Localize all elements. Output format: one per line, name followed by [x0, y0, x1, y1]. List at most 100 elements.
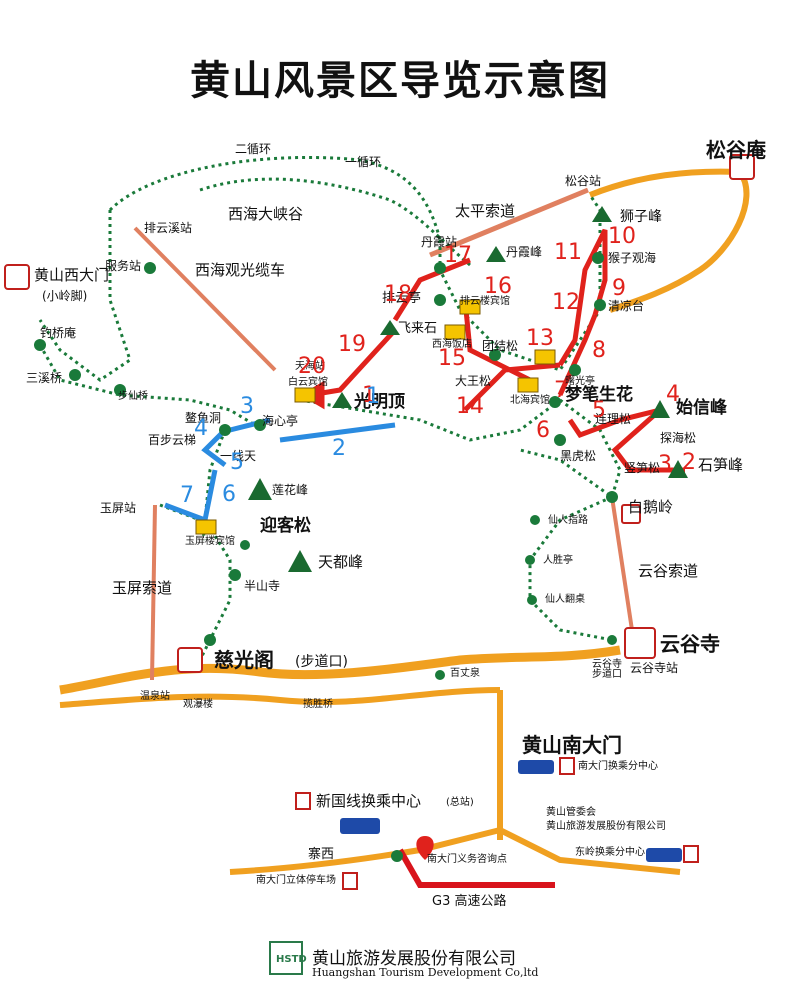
node-ciguang [204, 634, 216, 646]
label-tuanjie: 团结松 [482, 339, 519, 353]
label-wenquan: 温泉站 [140, 691, 170, 702]
node-zhaixi [391, 850, 403, 862]
red-num-12: 12 [552, 290, 580, 315]
label-yaogui: 揽胜桥 [303, 699, 333, 710]
trail-middle [299, 398, 561, 442]
hotel-paiyunlou [459, 299, 481, 315]
peak-guangming [332, 392, 352, 408]
red-num-3: 3 [658, 452, 672, 477]
label-xianren-fan: 仙人翻桌 [545, 594, 585, 605]
node-sanxi [69, 369, 81, 381]
node-aoyu [219, 424, 231, 436]
main-road [59, 645, 621, 695]
label-beihai-hotel: 北海宾馆 [510, 395, 550, 406]
label-yungu-trail: 云谷寺步道口 [592, 659, 622, 680]
label-zhaixi: 寨西 [308, 847, 335, 862]
red-route-3-6 [567, 407, 661, 439]
red-route-1-2 [611, 408, 685, 473]
label-lianli: 连理松 [595, 412, 632, 426]
red-route-15-16 [462, 299, 532, 383]
red-num-8: 8 [592, 338, 606, 363]
node-xianren2 [527, 595, 537, 605]
red-route-9-12 [557, 228, 608, 367]
label-yuping-cable: 玉屏索道 [112, 579, 173, 597]
node-diaoqiao [34, 339, 46, 351]
gate-icon-baie [621, 504, 641, 524]
red-num-2: 2 [682, 450, 696, 475]
g3-highway [397, 848, 555, 888]
node-danxia [434, 262, 446, 274]
xihai-cable-line [133, 226, 277, 372]
label-admin2: 黄山旅游发展股份有限公司 [546, 821, 666, 832]
parking-south [559, 757, 575, 775]
yungu-cable-line [610, 496, 634, 631]
label-tianhai-station: 天海站 [295, 361, 325, 372]
blue-route-4-5 [201, 428, 227, 467]
label-paiyun-pavilion: 排云亭 [382, 291, 422, 306]
road-songgu [588, 168, 750, 313]
label-houzi: 猴子观海 [608, 251, 657, 265]
trail-erxun [108, 155, 442, 241]
blue-num-3: 3 [240, 394, 254, 419]
peak-lianhua [248, 478, 272, 500]
yuping-cable-line [150, 504, 157, 681]
label-songguan: 松谷庵 [706, 138, 766, 162]
label-baie: 白鹅岭 [628, 498, 674, 516]
label-buxian: 步仙桥 [118, 391, 148, 402]
red-num-1: 1 [362, 383, 376, 408]
label-xihai-canyon: 西海大峡谷 [228, 205, 304, 223]
red-num-6: 6 [536, 418, 550, 443]
label-south-gate: 黄山南大门 [522, 733, 622, 757]
blue-num-2: 2 [332, 436, 346, 461]
node-baizhang [435, 670, 445, 680]
red-route-7-8 [557, 314, 598, 397]
hotel-yuping [195, 519, 217, 535]
trail-east [588, 194, 602, 310]
red-num-10: 10 [608, 224, 636, 249]
gate-icon-west [4, 264, 30, 290]
red-num-17: 17 [444, 243, 472, 268]
label-paiyun-station: 排云溪站 [144, 221, 193, 235]
hotel-shilin [534, 349, 556, 365]
node-heihu [554, 434, 566, 446]
label-shusun: 竖笋松 [624, 461, 661, 475]
label-xihai-cable: 西海观光缆车 [195, 261, 286, 279]
node-qingliang [594, 299, 606, 311]
red-num-16: 16 [484, 274, 512, 299]
gate-icon-ciguang [177, 647, 203, 673]
label-hotel-baiyun: 白云宾馆 [288, 377, 328, 388]
label-info-point: 南大门义务咨询点 [427, 854, 507, 865]
node-shuguang [569, 364, 581, 376]
node-houzi [592, 252, 604, 264]
hotel-beihai [517, 377, 539, 393]
peak-danxia [486, 246, 506, 262]
trail-west2 [38, 344, 256, 427]
label-guanpu: 观瀑楼 [183, 699, 213, 710]
label-lianhua: 莲花峰 [272, 483, 309, 497]
label-xiaolingjiao: (小岭脚) [42, 289, 88, 303]
taiping-cable-line [429, 187, 589, 258]
bus-south [518, 760, 554, 774]
node-tuanjie [489, 349, 501, 361]
label-erxun: 二循环 [235, 142, 272, 156]
blue-num-6: 6 [222, 482, 236, 507]
trail-west [38, 210, 132, 382]
red-num-5: 5 [592, 398, 606, 423]
red-num-19: 19 [338, 332, 366, 357]
peak-shisun [668, 460, 688, 478]
company-name-cn: 黄山旅游发展股份有限公司 [312, 949, 516, 969]
label-yungusi: 云谷寺 [660, 632, 720, 656]
red-num-11: 11 [554, 240, 582, 265]
red-num-20: 20 [298, 354, 326, 379]
label-rusheng: 人胜亭 [543, 555, 573, 566]
label-huangshan-west: 黄山西大门 [34, 266, 110, 284]
label-new-transfer: 新国线换乘中心 [316, 792, 422, 810]
label-banshan: 半山寺 [244, 579, 281, 593]
label-mengbi: 梦笔生花 [565, 385, 633, 405]
label-danxia-peak: 丹霞峰 [506, 245, 543, 259]
label-yingke: 迎客松 [260, 516, 311, 536]
trail-west-south [203, 429, 232, 641]
label-xihai-hotel: 西海饭店 [432, 339, 472, 350]
hotel-xihai [444, 324, 466, 340]
blue-num-7: 7 [180, 483, 194, 508]
